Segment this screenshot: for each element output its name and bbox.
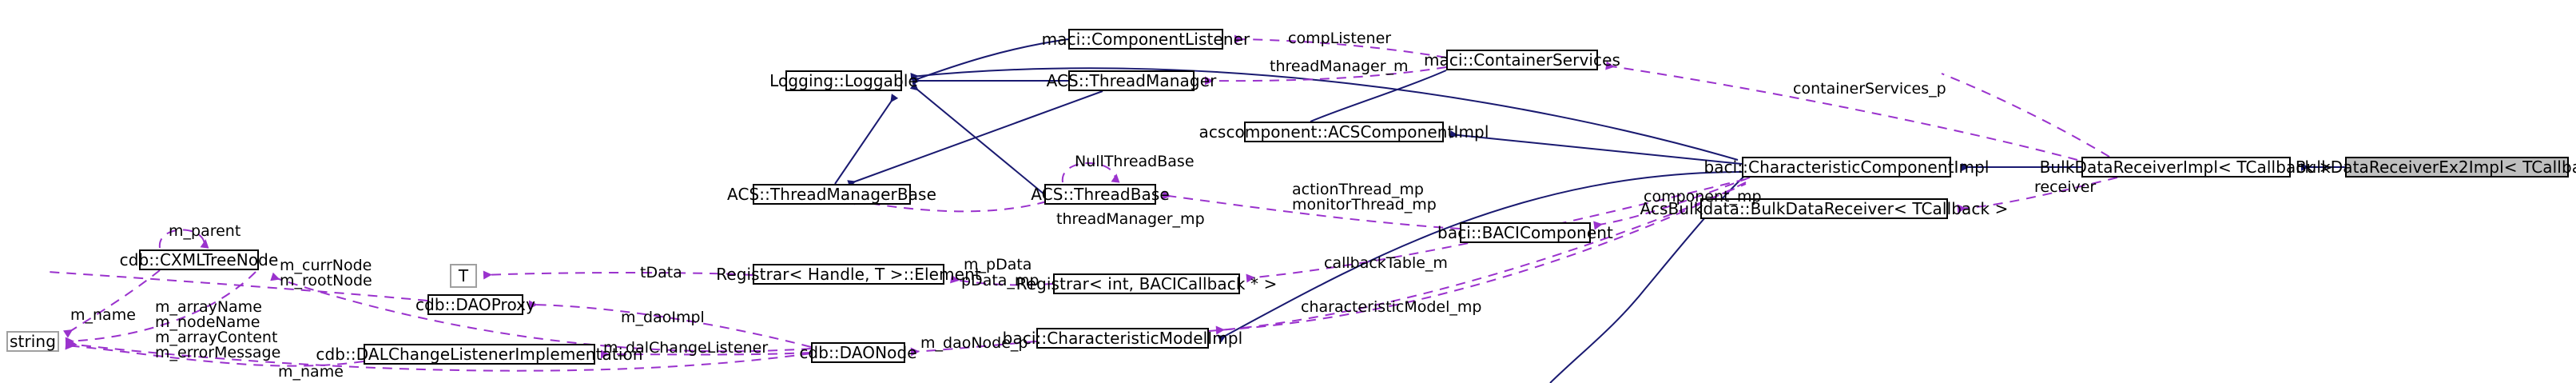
node-template-param-t[interactable]: T: [450, 264, 477, 288]
edge-label-m-daoimpl: m_daoImpl: [621, 309, 705, 326]
node-cdb-daoproxy[interactable]: cdb::DAOProxy: [415, 294, 536, 315]
node-baci-characteristicmodelimpl[interactable]: baci::CharacteristicModelImpl: [1002, 328, 1243, 349]
edge-label-nullthreadbase: NullThreadBase: [1075, 153, 1195, 170]
node-acscomponent-acscomponentimpl[interactable]: acscomponent::ACSComponentImpl: [1199, 122, 1489, 142]
edge-label-complistener: compListener: [1288, 30, 1392, 47]
node-cdb-cxmltreenode[interactable]: cdb::CXMLTreeNode: [119, 249, 279, 270]
edge-label-tdata: tData: [640, 264, 682, 281]
node-baci-bacicomponent[interactable]: baci::BACIComponent: [1437, 222, 1613, 243]
edge-label-actionthread-mp: actionThread_mp: [1292, 181, 1424, 198]
edge-label-m-dalchangelistener: m_dalChangeListener: [603, 339, 769, 357]
edge-label-m-currnode: m_currNode: [280, 257, 372, 274]
node-registrar-int-bacicallback[interactable]: Registrar< int, BACICallback * >: [1016, 273, 1278, 294]
edge-label-pdata-mp: pData_mp: [961, 272, 1040, 289]
edge-label-m-parent: m_parent: [169, 222, 241, 240]
edge-label-threadmanager-mp: threadManager_mp: [1056, 210, 1205, 228]
node-logging-loggable[interactable]: Logging::Loggable: [769, 70, 918, 91]
node-bulkdatareceiverimpl[interactable]: BulkDataReceiverImpl< TCallback >: [2039, 157, 2333, 178]
edge-label-m-name-left: m_name: [70, 306, 136, 324]
edge-label-m-arrayname: m_arrayName: [155, 298, 262, 316]
edge-label-m-nodename: m_nodeName: [155, 313, 260, 331]
node-string[interactable]: string: [6, 331, 59, 352]
node-cdb-daonode[interactable]: cdb::DAONode: [799, 342, 917, 363]
node-baci-characteristiccomponentimpl[interactable]: baci::CharacteristicComponentImpl: [1703, 157, 1990, 178]
edge-label-threadmanager-m: threadManager_m: [1270, 58, 1409, 75]
edge-label-m-pdata: m_pData: [964, 256, 1032, 273]
edge-label-receiver: receiver: [2034, 178, 2097, 196]
edge-label-containerservices-p: containerServices_p: [1793, 80, 1946, 98]
node-maci-containerservices[interactable]: maci::ContainerServices: [1423, 50, 1621, 70]
edge-label-m-name-bottom: m_name: [278, 363, 344, 381]
edge-label-m-daonode-p: m_daoNode_p: [920, 334, 1028, 352]
node-registrar-handle-t-element[interactable]: Registrar< Handle, T >::Element: [716, 264, 981, 285]
node-bulkdatareceiverex2impl[interactable]: BulkDataReceiverEx2Impl< TCallback >: [2295, 157, 2576, 178]
node-acs-threadmanagerbase[interactable]: ACS::ThreadManagerBase: [727, 184, 936, 205]
node-maci-componentlistener[interactable]: maci::ComponentListener: [1041, 29, 1250, 50]
node-acsbulkdata-bulkdatareceiver[interactable]: AcsBulkdata::BulkDataReceiver< TCallback…: [1640, 198, 2009, 219]
edge-label-m-rootnode: m_rootNode: [280, 272, 372, 289]
edge-label-m-errormessage: m_errorMessage: [155, 344, 281, 361]
node-acs-threadbase[interactable]: ACS::ThreadBase: [1031, 184, 1170, 205]
edge-label-characteristicmodel-mp: characteristicModel_mp: [1301, 298, 1482, 316]
edge-label-monitorthread-mp: monitorThread_mp: [1292, 196, 1437, 213]
edge-label-component-mp: component_mp: [1644, 188, 1762, 205]
node-acs-threadmanager[interactable]: ACS::ThreadManager: [1046, 70, 1217, 91]
node-cdb-dalchangelistenerimplementation[interactable]: cdb::DALChangeListenerImplementation: [316, 344, 643, 365]
edge-label-m-arraycontent: m_arrayContent: [155, 329, 278, 346]
edge-label-callbacktable-m: callbackTable_m: [1324, 254, 1448, 272]
